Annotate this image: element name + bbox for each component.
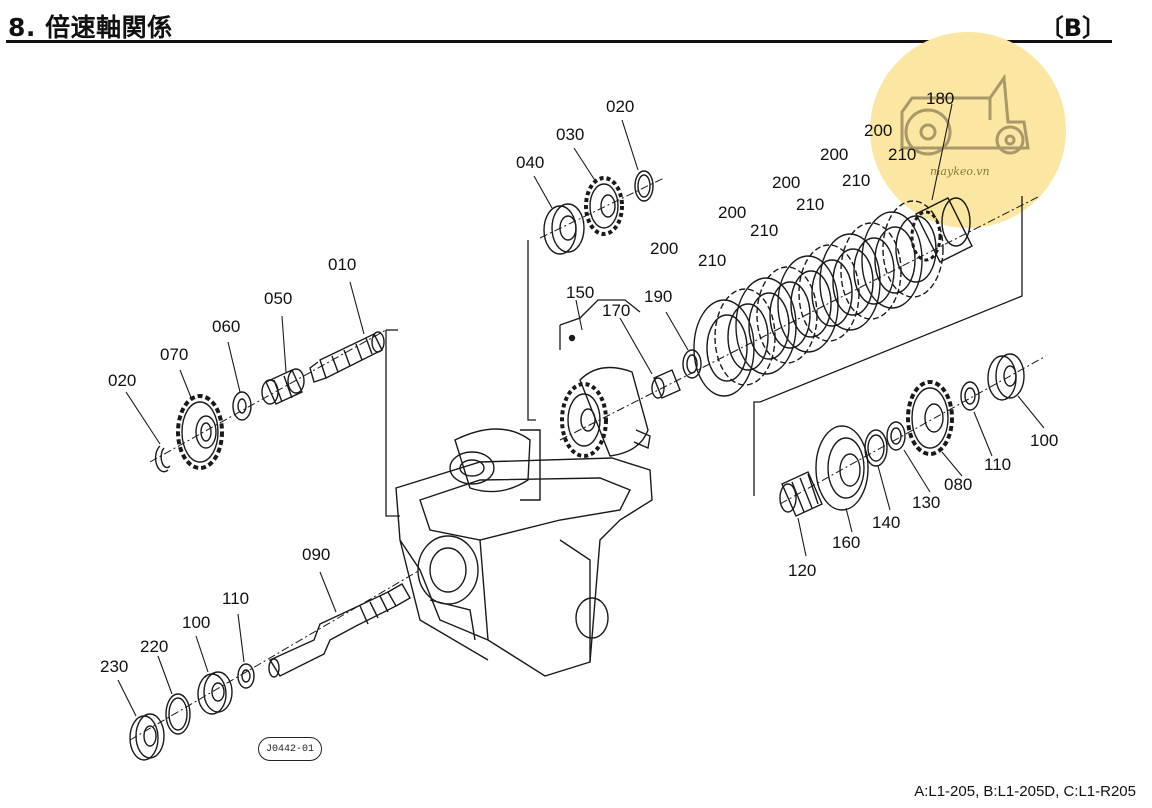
label-200-d: 200 xyxy=(820,145,848,164)
part-070-gear xyxy=(176,394,224,470)
part-100-bearing-lower xyxy=(197,671,233,715)
part-140-snap-ring xyxy=(864,429,888,467)
reference-code-badge: J0442-01 xyxy=(258,737,322,761)
part-080-gear xyxy=(906,380,954,456)
clutch-plate-inner xyxy=(769,281,811,349)
label-080: 080 xyxy=(944,475,972,494)
label-120: 130 xyxy=(912,493,940,512)
label-210-d: 210 xyxy=(842,171,870,190)
label-130: 120 xyxy=(788,561,816,580)
clutch-plate-inner xyxy=(895,215,937,283)
label-140: 140 xyxy=(872,513,900,532)
part-040-bearing xyxy=(543,203,585,255)
label-070: 070 xyxy=(160,345,188,364)
label-160: 150 xyxy=(566,283,594,302)
label-050: 050 xyxy=(264,289,292,308)
label-200-c: 200 xyxy=(772,173,800,192)
part-110-washer-right xyxy=(960,381,980,411)
part-100-bearing-right xyxy=(987,353,1025,401)
label-110-lower: 110 xyxy=(222,589,249,608)
label-170: 170 xyxy=(602,301,630,320)
label-210-e: 210 xyxy=(888,145,916,164)
part-120-washer xyxy=(886,421,906,451)
clutch-plate-inner xyxy=(727,303,769,371)
label-100-right: 100 xyxy=(1030,431,1058,450)
label-200-b: 200 xyxy=(718,203,746,222)
part-160-clutch-drum xyxy=(560,334,651,458)
label-200-a: 200 xyxy=(650,239,678,258)
part-060-washer xyxy=(232,391,252,421)
variant-label: 〔B〕 xyxy=(1039,14,1106,42)
label-220: 220 xyxy=(140,637,168,656)
clutch-plate-inner xyxy=(790,270,832,338)
label-060: 060 xyxy=(212,317,240,336)
model-applicability: A:L1-205, B:L1-205D, C:L1-R205 xyxy=(914,783,1136,800)
part-010-shaft xyxy=(309,331,385,383)
label-210-c: 210 xyxy=(796,195,824,214)
clutch-plate-inner xyxy=(874,226,916,294)
clutch-plate-inner xyxy=(853,237,895,305)
part-220-snap-ring xyxy=(165,693,191,735)
watermark-text: maykeo.vn xyxy=(930,165,990,178)
clutch-plate-210 xyxy=(714,288,776,386)
clutch-plate-inner xyxy=(832,248,874,316)
label-110-right: 110 xyxy=(984,455,1011,474)
part-020-snap-ring-top xyxy=(634,170,654,202)
part-230-oil-seal xyxy=(129,713,165,761)
label-010: 010 xyxy=(328,255,356,274)
label-210-a: 210 xyxy=(698,251,726,270)
part-050-bearing xyxy=(261,368,305,405)
clutch-plate-200 xyxy=(861,211,923,309)
part-130-needle-bearing xyxy=(779,471,823,517)
part-090-shaft xyxy=(268,583,411,678)
reference-lines xyxy=(385,196,1023,517)
header-rule xyxy=(6,40,1112,43)
label-020-top: 020 xyxy=(606,97,634,116)
part-170-bushing xyxy=(651,369,681,399)
part-180-hub xyxy=(910,197,973,263)
label-230: 230 xyxy=(100,657,128,676)
label-090: 090 xyxy=(302,545,330,564)
page-title: 8. 倍速軸関係 xyxy=(8,13,173,42)
label-020-left: 020 xyxy=(108,371,136,390)
part-020-snap-ring-left xyxy=(154,445,171,473)
clutch-plate-210 xyxy=(882,200,944,298)
part-110-washer-lower xyxy=(237,663,255,689)
clutch-plate-stack xyxy=(693,200,944,397)
page-header: 8. 倍速軸関係 〔B〕 xyxy=(6,0,1112,44)
label-190: 190 xyxy=(644,287,672,306)
leader-lines xyxy=(117,103,1045,717)
label-030: 030 xyxy=(556,125,584,144)
clutch-plate-200 xyxy=(693,299,755,397)
part-labels: 010 050 060 070 020 090 110 100 220 230 … xyxy=(100,89,1058,676)
gearbox-housing xyxy=(395,428,653,677)
clutch-plate-210 xyxy=(756,266,818,364)
label-040: 040 xyxy=(516,153,544,172)
label-100-lower: 100 xyxy=(182,613,210,632)
watermark-logo xyxy=(870,32,1066,228)
clutch-plate-inner xyxy=(811,259,853,327)
label-210-b: 210 xyxy=(750,221,778,240)
clutch-plate-200 xyxy=(735,277,797,375)
clutch-plate-200 xyxy=(777,255,839,353)
part-150-drum xyxy=(815,425,869,511)
part-190-ring xyxy=(682,349,702,379)
clutch-plate-inner xyxy=(706,314,748,382)
label-180: 180 xyxy=(926,89,954,108)
label-200-e: 200 xyxy=(864,121,892,140)
label-150: 160 xyxy=(832,533,860,552)
part-030-gear xyxy=(584,176,624,236)
clutch-plate-inner xyxy=(748,292,790,360)
